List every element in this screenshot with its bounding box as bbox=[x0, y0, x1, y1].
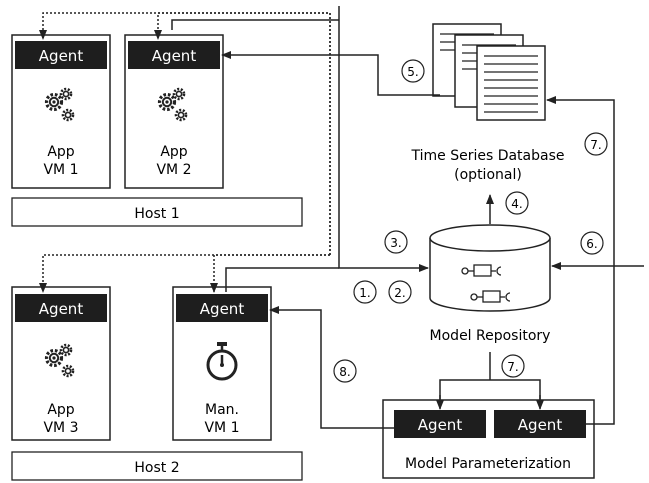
arrow-to-repository bbox=[338, 6, 429, 272]
arrow-param-to-man-agent bbox=[269, 306, 394, 429]
vm-name-label: VM 1 bbox=[204, 420, 239, 436]
vm-card-vm1: Agent App VM 1 bbox=[11, 34, 111, 189]
agent-label: Agent bbox=[200, 300, 245, 318]
repository-cylinder-icon bbox=[429, 224, 551, 312]
agent-box bbox=[15, 294, 107, 322]
vm-app-label: App bbox=[160, 144, 187, 160]
host-box-2: Host 2 bbox=[11, 451, 303, 481]
agent-label: Agent bbox=[39, 47, 84, 65]
parameterization-box: Agent Agent Model Parameterization bbox=[382, 399, 595, 479]
parameterization-label: Model Parameterization bbox=[405, 456, 571, 472]
connectors bbox=[39, 6, 644, 429]
step-badge-7-top: 7. bbox=[584, 132, 608, 156]
step-label: 6. bbox=[586, 237, 597, 251]
line-from-man-agent bbox=[225, 267, 339, 292]
component-icon bbox=[461, 264, 502, 277]
step-badge-2: 2. bbox=[388, 280, 412, 304]
vm-card-vm2: Agent App VM 2 bbox=[124, 34, 224, 189]
step-badge-4: 4. bbox=[505, 191, 529, 215]
step-badge-1: 1. bbox=[353, 280, 377, 304]
arrow-param-to-database bbox=[546, 96, 615, 425]
step-label: 5. bbox=[407, 65, 418, 79]
vm-card-man-vm1: Agent Man. VM 1 bbox=[172, 286, 272, 441]
step-badge-7-bottom: 7. bbox=[501, 354, 525, 378]
database-title: Time Series Database bbox=[410, 148, 564, 164]
step-badge-5: 5. bbox=[401, 59, 425, 83]
dotted-arrow-to-man-agent bbox=[210, 254, 330, 293]
component-icon bbox=[470, 290, 511, 303]
step-badge-8: 8. bbox=[333, 359, 357, 383]
step-label: 1. bbox=[359, 286, 370, 300]
documents-icon bbox=[432, 23, 546, 121]
agent-label: Agent bbox=[518, 416, 563, 434]
agent-box bbox=[128, 41, 220, 69]
agent-box bbox=[15, 41, 107, 69]
step-label: 2. bbox=[394, 286, 405, 300]
vm-name-label: VM 1 bbox=[43, 162, 78, 178]
host-label: Host 1 bbox=[134, 206, 179, 222]
vm-name-label: VM 3 bbox=[43, 420, 78, 436]
stopwatch-icon bbox=[206, 342, 238, 381]
vm-card-vm3: Agent App VM 3 bbox=[11, 286, 111, 441]
step-badge-3: 3. bbox=[384, 230, 408, 254]
step-label: 3. bbox=[390, 236, 401, 250]
vm-app-label: Man. bbox=[205, 402, 239, 418]
step-label: 7. bbox=[507, 360, 518, 374]
vm-app-label: App bbox=[47, 144, 74, 160]
agent-label: Agent bbox=[418, 416, 463, 434]
dotted-arrow-to-vm2-agent bbox=[154, 12, 331, 255]
vm-app-label: App bbox=[47, 402, 74, 418]
agent-box bbox=[176, 294, 268, 322]
arrow-to-vm2-agent bbox=[221, 51, 440, 96]
vm-name-label: VM 2 bbox=[156, 162, 191, 178]
agent-box bbox=[394, 410, 486, 438]
agent-label: Agent bbox=[39, 300, 84, 318]
agent-label: Agent bbox=[152, 47, 197, 65]
repository-label: Model Repository bbox=[430, 328, 551, 344]
step-label: 4. bbox=[511, 197, 522, 211]
branch-to-param-agents bbox=[439, 379, 541, 408]
step-label: 7. bbox=[590, 138, 601, 152]
agent-box bbox=[494, 410, 586, 438]
database-subtitle: (optional) bbox=[454, 167, 522, 183]
host-box-1: Host 1 bbox=[11, 197, 303, 227]
line-from-vm2 bbox=[171, 19, 339, 30]
host-label: Host 2 bbox=[134, 460, 179, 476]
step-badge-6: 6. bbox=[580, 231, 604, 255]
step-label: 8. bbox=[339, 365, 350, 379]
